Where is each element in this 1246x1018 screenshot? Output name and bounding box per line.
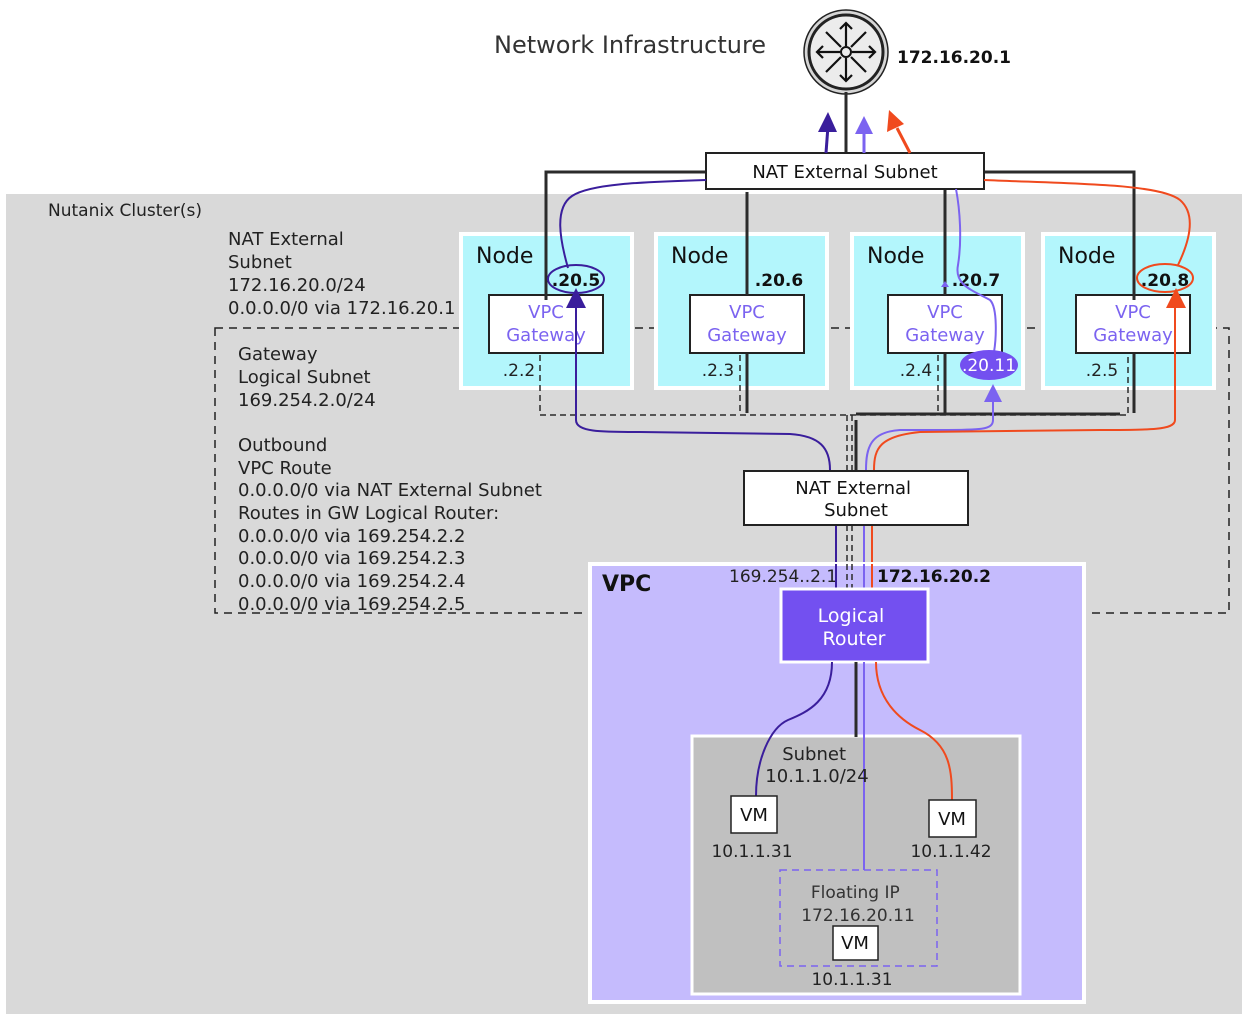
router-ip: 172.16.20.1 (897, 48, 1011, 68)
vpc-gateway-label: Gateway (707, 325, 787, 346)
floating-ip-label: Floating IP 172.16.20.11 (801, 883, 915, 926)
vpc-gateway-label: Gateway (1093, 325, 1173, 346)
vpc-gateway-label: VPC (528, 302, 564, 323)
floating-vm-label: VM (841, 933, 869, 954)
router-icon (803, 9, 889, 95)
node-external-ip: .20.6 (755, 271, 803, 291)
logical-router (779, 587, 930, 664)
subnet-label: Subnet 10.1.1.0/24 (765, 744, 868, 787)
node-label: Node (476, 244, 533, 269)
ip-ring-20-8 (1136, 263, 1194, 293)
gateway-wiring (539, 355, 1129, 588)
vm-1-label: VM (740, 805, 768, 826)
node-label: Node (1058, 244, 1115, 269)
nat-external-info: NAT External Subnet 172.16.20.0/24 0.0.0… (228, 229, 455, 319)
vpc-gateway-box (887, 294, 1003, 354)
node-gateway-ip: .2.2 (503, 361, 535, 381)
nat-external-subnet-top (705, 152, 985, 190)
vm-2-label: VM (938, 809, 966, 830)
nat-external-subnet-mid-label: NAT External Subnet (795, 478, 917, 521)
node-arrows (566, 281, 1186, 402)
node-gateway-ip: .2.4 (900, 361, 932, 381)
vpc-gateway-label: VPC (927, 302, 963, 323)
floating-ip-badge-label: .20.11 (962, 356, 1016, 376)
path-dark-purple (559, 179, 707, 269)
path-light-purple (863, 188, 997, 870)
node-external-ip: .20.5 (552, 271, 600, 291)
diagram-title: Network Infrastructure (494, 31, 766, 59)
nat-external-subnet-top-label: NAT External Subnet (752, 162, 937, 183)
uplink-arrows (818, 110, 912, 154)
vpc-gateway-label: VPC (1115, 302, 1151, 323)
vpc-ip-right: 172.16.20.2 (877, 567, 991, 587)
floating-ip-badge (960, 350, 1018, 380)
vm-1-ip: 10.1.1.31 (711, 842, 792, 862)
nat-external-subnet-mid (743, 470, 969, 526)
path-orange (983, 179, 1191, 266)
vm-2-ip: 10.1.1.42 (910, 842, 991, 862)
vpc-label: VPC (602, 572, 651, 597)
ip-ring-20-5 (547, 264, 605, 294)
vm-box-2 (928, 799, 977, 838)
node-label: Node (671, 244, 728, 269)
node-label: Node (867, 244, 924, 269)
vpc-gateway-label: VPC (729, 302, 765, 323)
node-gateway-ip: .2.3 (702, 361, 734, 381)
vpc-gateway-label: Gateway (905, 325, 985, 346)
floating-ip-region (779, 869, 938, 967)
node-external-ip: .20.7 (952, 271, 1000, 291)
gateway-subnet-info: Gateway Logical Subnet 169.254.2.0/24 (238, 344, 376, 411)
node-gateway-ip: .2.5 (1086, 361, 1118, 381)
node-external-ip: .20.8 (1141, 271, 1189, 291)
vm-box-1 (730, 795, 778, 834)
vpc-gateway-label: Gateway (506, 325, 586, 346)
logical-router-label: Logical Router (818, 605, 891, 650)
vpc-ip-left: 169.254..2.1 (729, 567, 837, 587)
cluster-label: Nutanix Cluster(s) (48, 201, 202, 221)
floating-vm-box (832, 925, 879, 961)
outbound-route-info: Outbound VPC Route 0.0.0.0/0 via NAT Ext… (238, 435, 548, 615)
floating-vm-ip: 10.1.1.31 (811, 970, 892, 990)
